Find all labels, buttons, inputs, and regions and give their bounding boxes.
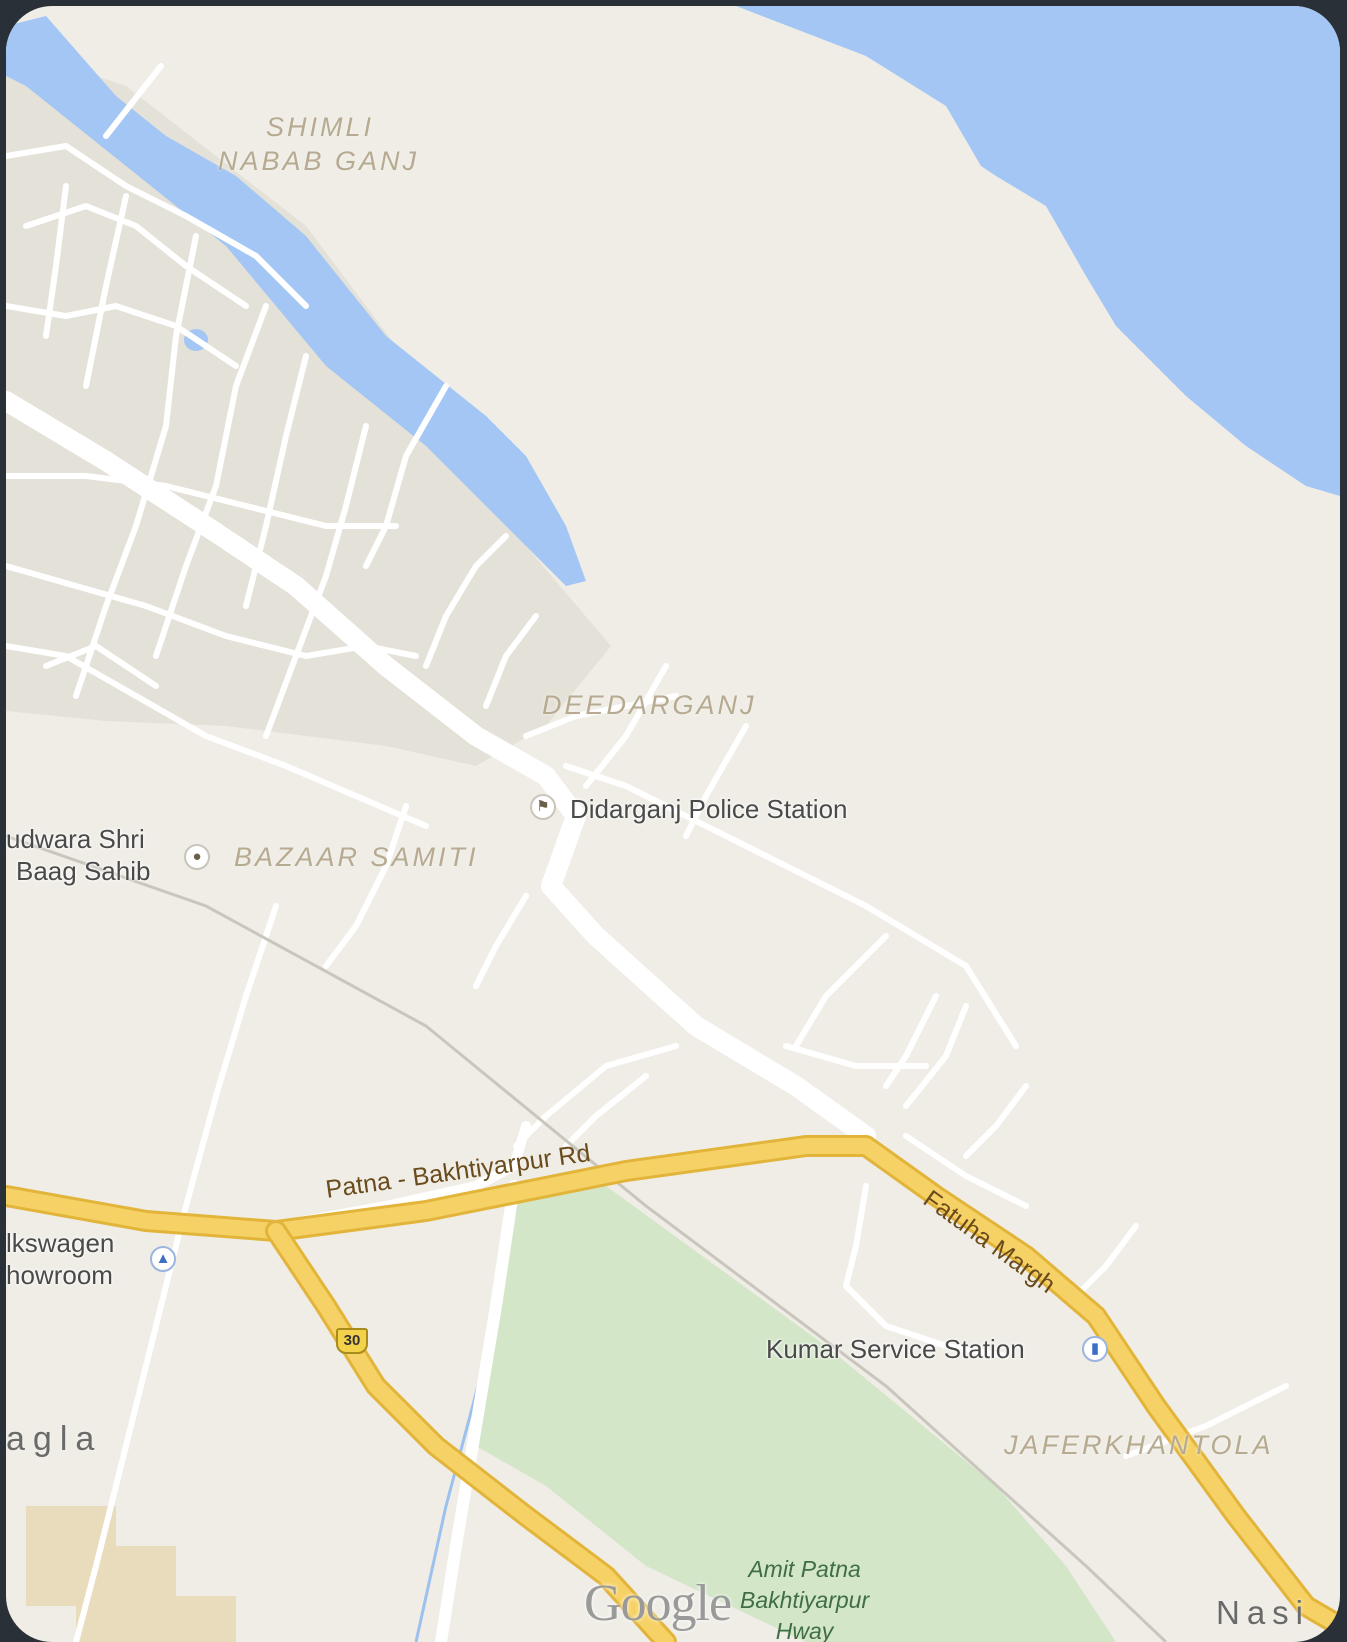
park-label-line2: Bakhtiyarpur [740,1587,870,1613]
park-label-line3: Hway [775,1618,834,1642]
area-label-bazaar-samiti: BAZAAR SAMITI [234,842,479,872]
river-channel [6,16,586,586]
railway [6,834,1168,1642]
area-label-nabab-ganj: NABAB GANJ [218,146,420,176]
urban-area [6,46,611,766]
building-block [26,1506,236,1642]
car-dealer-icon[interactable]: ▲ [150,1246,176,1272]
park-area [476,1186,1116,1642]
arterial-road [6,391,876,1146]
area-label-agla: agla [6,1420,103,1458]
map-canvas[interactable] [6,6,1340,1642]
area-label-deedarganj: DEEDARGANJ [542,690,757,720]
minor-roads [6,63,1289,1642]
poi-label-volkswagen-line1[interactable]: lkswagen [6,1228,115,1258]
highways [6,1135,1340,1642]
poi-label-gurudwara-line2[interactable]: Baag Sahib [16,856,151,886]
fuel-station-icon[interactable]: ▮ [1082,1336,1108,1362]
poi-label-police-station[interactable]: Didarganj Police Station [570,794,848,824]
poi-label-volkswagen-line2[interactable]: howroom [6,1260,113,1290]
highway-shield-30: 30 [336,1328,368,1354]
poi-label-gurudwara-line1[interactable]: udwara Shri [6,824,145,854]
area-label-shimli: SHIMLI [266,112,375,142]
google-logo: Google [584,1575,732,1632]
poi-label-service-station[interactable]: Kumar Service Station [766,1334,1025,1364]
park-label-line1: Amit Patna [748,1556,861,1582]
area-label-nasi: Nasi [1216,1594,1311,1631]
map-frame[interactable]: SHIMLI NABAB GANJ DEEDARGANJ BAZAAR SAMI… [6,6,1340,1642]
south-road [435,1180,520,1642]
area-label-jaferkhantola: JAFERKHANTOLA [1004,1430,1274,1460]
police-station-icon[interactable]: ⚑ [530,794,556,820]
river-ganga [736,6,1340,496]
place-of-worship-icon[interactable]: ● [184,844,210,870]
park-label: Amit Patna Bakhtiyarpur Hway [740,1554,869,1642]
